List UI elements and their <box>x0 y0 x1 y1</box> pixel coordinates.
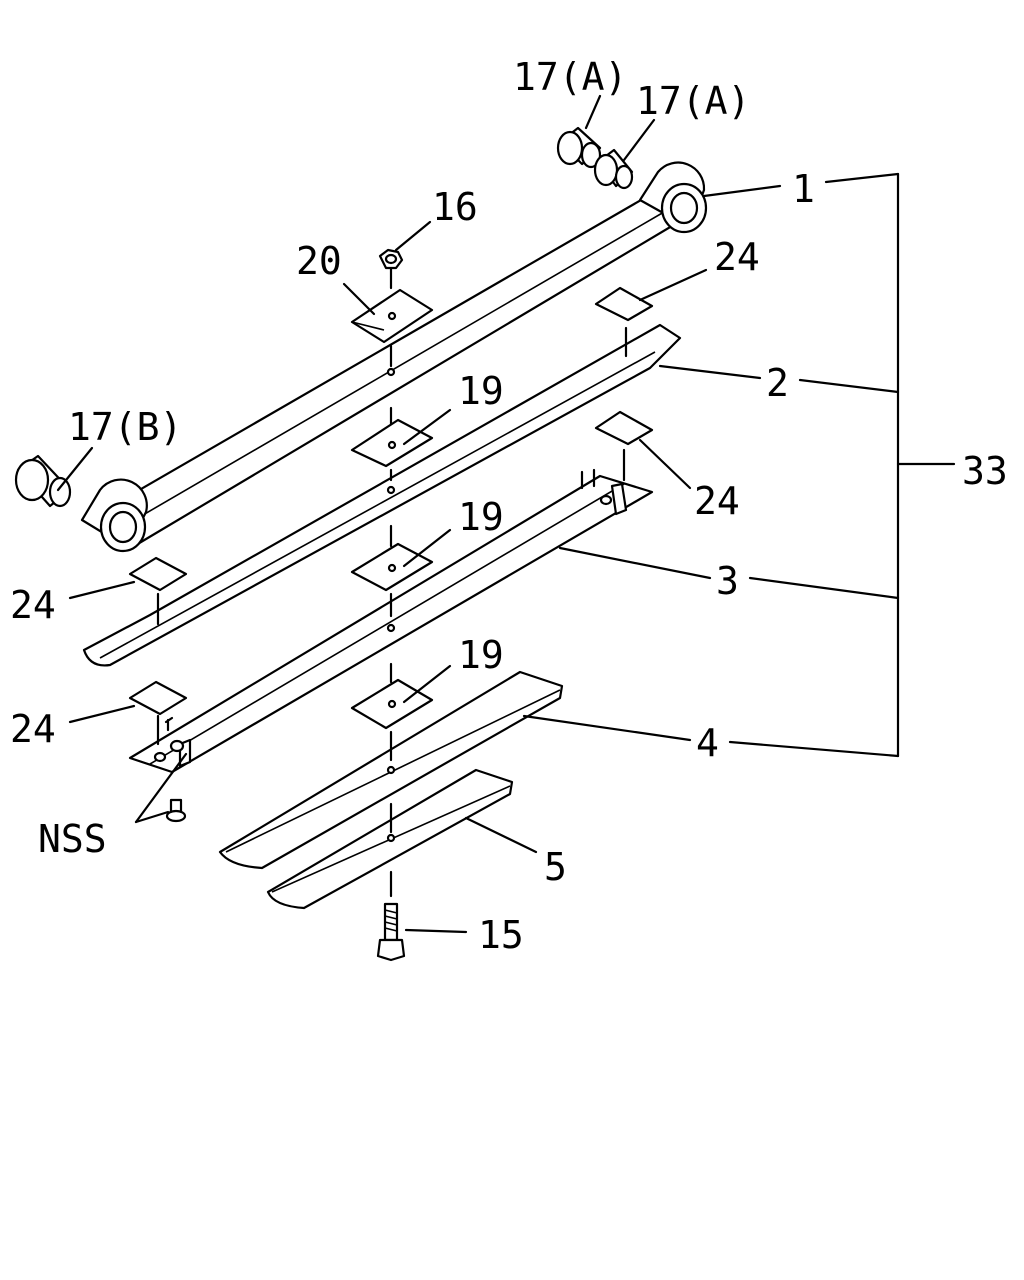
callout-5: 5 <box>544 845 567 889</box>
pad-24-left-lower <box>128 680 188 716</box>
callout-3: 3 <box>716 559 739 603</box>
callout-33: 33 <box>962 449 1008 493</box>
callout-1: 1 <box>792 167 815 211</box>
callout-24-left-lower: 24 <box>10 707 56 751</box>
leader-lines <box>56 94 782 934</box>
callout-20: 20 <box>296 239 342 283</box>
pad-24-top-right <box>594 286 654 322</box>
insert-19-lower <box>350 678 434 730</box>
center-bolt-axis <box>386 266 396 898</box>
callout-2: 2 <box>766 361 789 405</box>
plate-20 <box>350 288 434 344</box>
callout-nss: NSS <box>38 817 107 861</box>
nut-16 <box>378 248 404 270</box>
callout-24-left-upper: 24 <box>10 583 56 627</box>
leaf-1-eye-front <box>80 478 148 553</box>
callout-19-upper: 19 <box>458 369 504 413</box>
callout-24-right: 24 <box>694 479 740 523</box>
center-bolt-15 <box>376 902 406 962</box>
callout-19-middle: 19 <box>458 495 504 539</box>
callout-16: 16 <box>432 185 478 229</box>
assembly-bracket-33 <box>728 172 956 758</box>
callout-17a-upper: 17(A) <box>513 55 627 99</box>
callout-17b: 17(B) <box>68 405 182 449</box>
pad-24-left-upper <box>128 556 188 592</box>
bushing-17b <box>14 454 72 508</box>
insert-19-middle <box>350 542 434 592</box>
pad-24-right <box>594 410 654 446</box>
callout-15: 15 <box>478 913 524 957</box>
leaf-1-eye-rear <box>638 161 708 234</box>
leaf-2 <box>82 323 682 667</box>
callout-4: 4 <box>696 721 719 765</box>
nss-rivet <box>165 798 187 823</box>
callout-24-top-right: 24 <box>714 235 760 279</box>
callout-17a-lower: 17(A) <box>636 79 750 123</box>
leaf-3 <box>128 468 654 774</box>
callout-19-lower: 19 <box>458 633 504 677</box>
insert-19-upper <box>350 418 434 468</box>
bushing-17a-lower <box>593 148 634 190</box>
bushing-17a-upper <box>556 126 602 169</box>
